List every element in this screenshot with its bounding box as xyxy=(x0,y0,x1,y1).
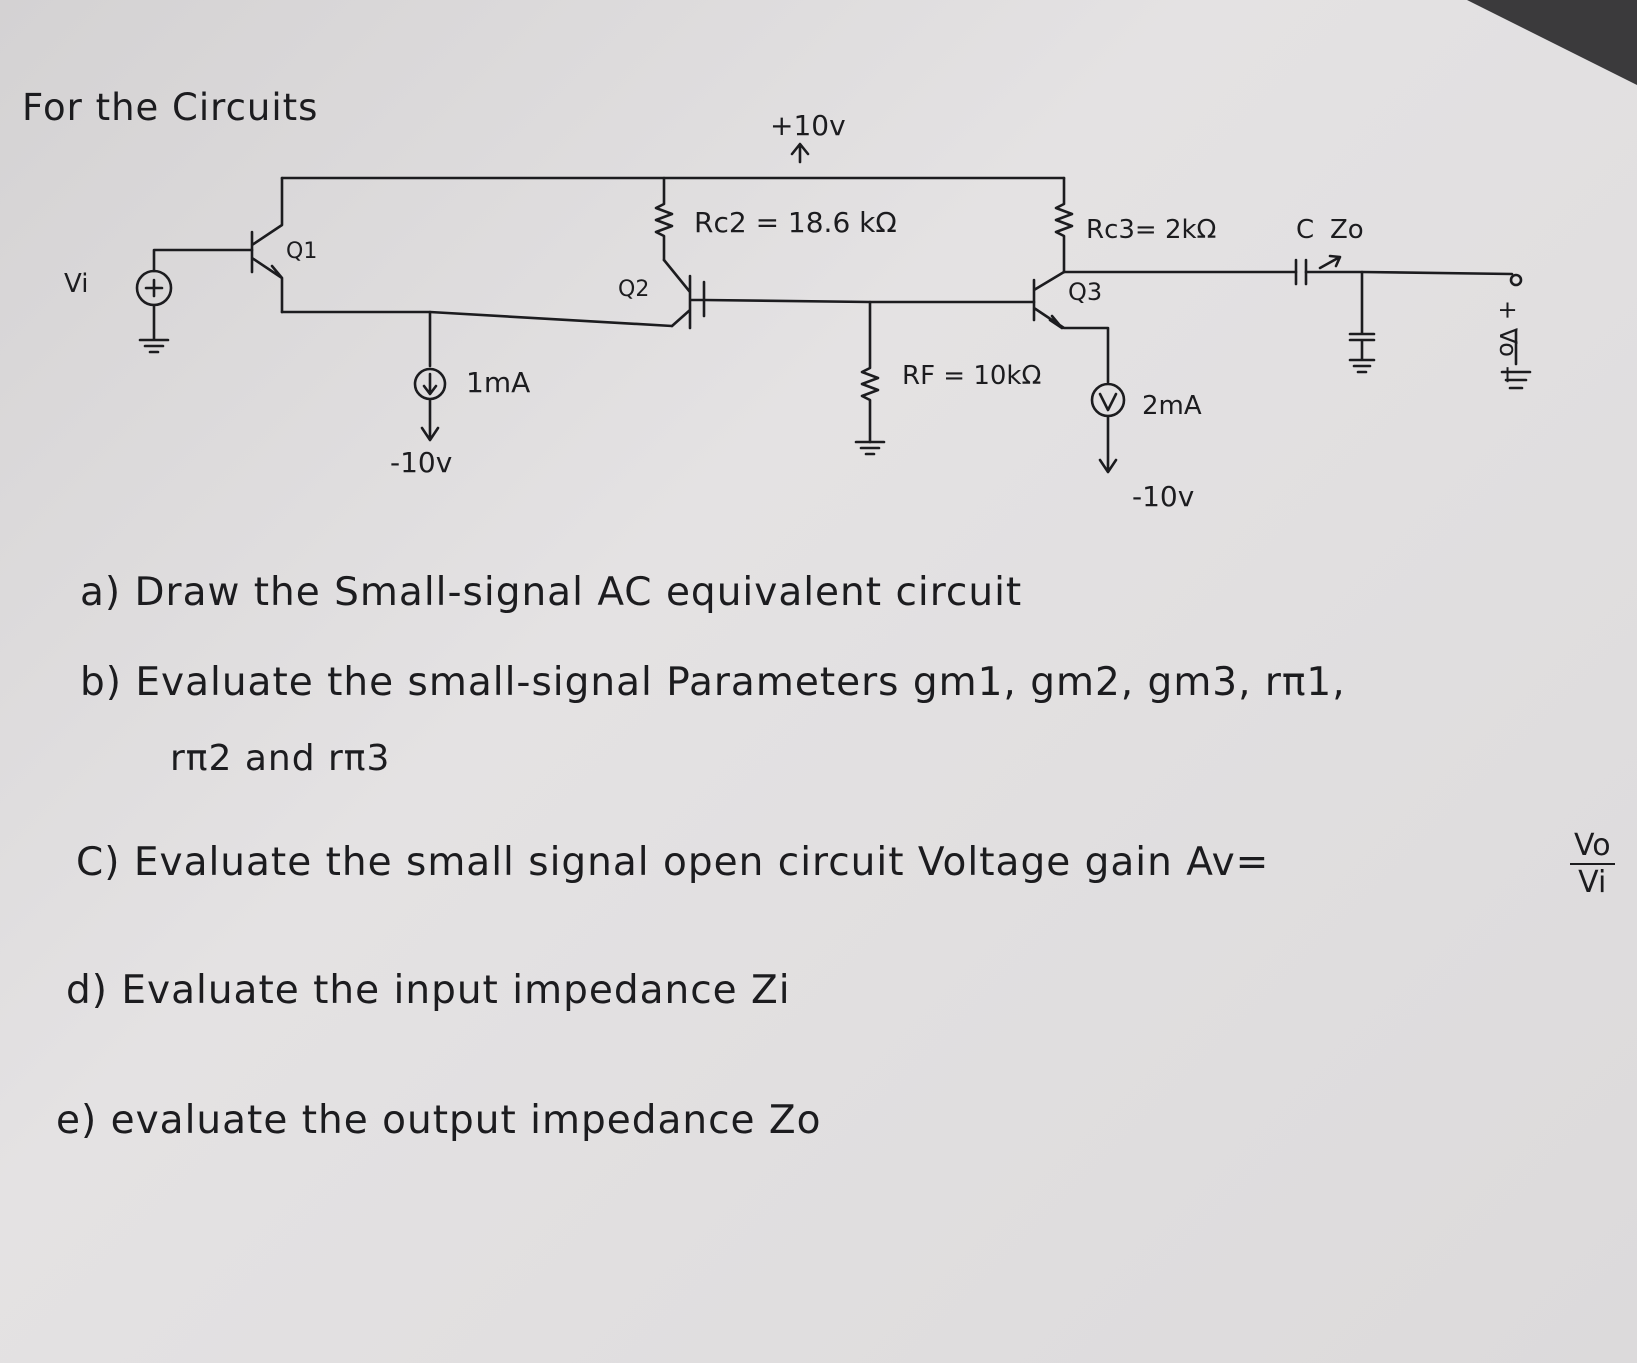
question-b-line2: rπ2 and rπ3 xyxy=(170,738,391,779)
rc3-resistor xyxy=(1054,176,1074,274)
rf-label: RF = 10kΩ xyxy=(902,361,1041,391)
gain-numerator: Vo xyxy=(1570,828,1615,865)
zo-arrow xyxy=(1318,254,1342,270)
circuit-diagram: +10v Vi Q1 Q2 Q3 1mA -10v Rc2 = 18.6 kΩ … xyxy=(64,109,1532,513)
vee3-label: -10v xyxy=(1132,480,1194,513)
rc2-label: Rc2 = 18.6 kΩ xyxy=(694,206,897,239)
vi-label: Vi xyxy=(64,269,88,299)
q3-label: Q3 xyxy=(1068,278,1102,306)
q1-transistor xyxy=(250,176,284,314)
rc2-resistor xyxy=(654,176,674,262)
capacitor-c xyxy=(1294,258,1308,286)
vo-label: + Vo − xyxy=(1494,300,1522,385)
vee1-label: -10v xyxy=(390,446,452,479)
vo-terminal xyxy=(1509,273,1523,287)
rf-ground xyxy=(854,440,886,456)
q2-transistor xyxy=(662,258,706,330)
vcc-label: +10v xyxy=(770,109,846,142)
question-c: C) Evaluate the small signal open circui… xyxy=(76,840,1270,885)
gain-denominator: Vi xyxy=(1578,865,1607,900)
zo-label: Zo xyxy=(1330,215,1364,245)
gain-fraction: Vo Vi xyxy=(1570,828,1615,900)
question-b-line1: b) Evaluate the small-signal Parameters … xyxy=(80,660,1346,705)
q2-label: Q2 xyxy=(618,277,649,302)
c-label: C xyxy=(1296,215,1314,245)
rf-resistor xyxy=(860,300,880,444)
rc3-label: Rc3= 2kΩ xyxy=(1086,215,1216,245)
heading: For the Circuits xyxy=(22,86,319,129)
question-d: d) Evaluate the input impedance Zi xyxy=(66,968,791,1013)
question-e: e) evaluate the output impedance Zo xyxy=(56,1098,822,1143)
background-corner xyxy=(1467,0,1637,85)
i1-label: 1mA xyxy=(466,366,530,399)
vcc-arrow xyxy=(790,142,810,164)
vi-ground xyxy=(138,303,170,354)
question-a: a) Draw the Small-signal AC equivalent c… xyxy=(80,570,1023,615)
i3-label: 2mA xyxy=(1142,391,1202,421)
q1-label: Q1 xyxy=(286,239,317,264)
q3-transistor xyxy=(1032,270,1110,384)
